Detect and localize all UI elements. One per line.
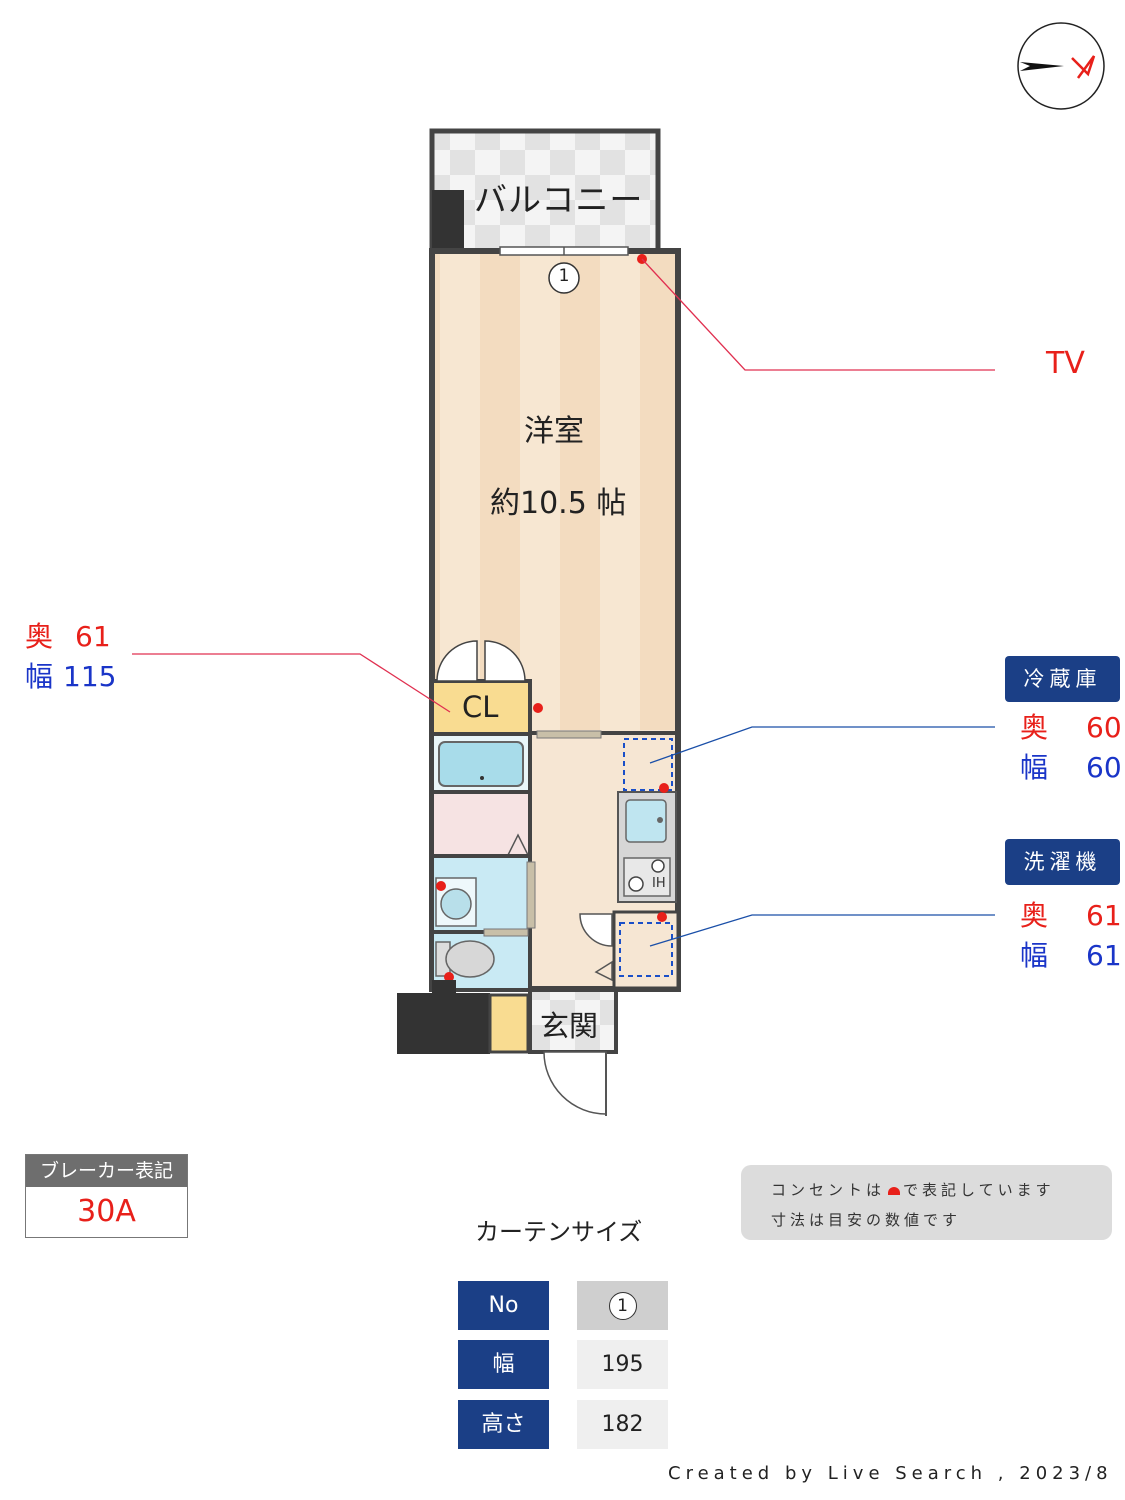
washer-width: 幅 61 bbox=[1020, 936, 1122, 976]
fridge-width-value: 60 bbox=[1086, 751, 1122, 784]
washer-depth-value: 61 bbox=[1086, 899, 1122, 932]
washer-width-label: 幅 bbox=[1020, 939, 1049, 972]
washer-badge: 洗濯機 bbox=[1005, 839, 1120, 885]
breaker-title: ブレーカー表記 bbox=[26, 1155, 187, 1187]
compass-north-label: N bbox=[1064, 55, 1065, 56]
closet-width-label: 幅 bbox=[25, 660, 54, 693]
western-room-label: 洋室 bbox=[524, 414, 584, 449]
corridor-door bbox=[579, 913, 613, 947]
fridge-depth: 奥 60 bbox=[1020, 708, 1122, 748]
vanity bbox=[430, 854, 536, 934]
tv-label: TV bbox=[1046, 346, 1085, 381]
curtain-value-no: 1 bbox=[577, 1281, 668, 1330]
fridge-width-label: 幅 bbox=[1020, 751, 1049, 784]
balcony-label: バルコニー bbox=[474, 180, 644, 219]
curtain-title: カーテンサイズ bbox=[475, 1218, 643, 1246]
balcony-window bbox=[499, 246, 629, 294]
western-room-size: 約10.5 帖 bbox=[490, 486, 627, 521]
curtain-value-height: 182 bbox=[577, 1400, 668, 1449]
curtain-header-no: No bbox=[458, 1281, 549, 1330]
washer-leader bbox=[649, 914, 995, 947]
exterior-wall bbox=[397, 993, 490, 1054]
room-door bbox=[536, 730, 602, 739]
notice-line-1b: で表記しています bbox=[903, 1181, 1055, 1199]
closet-width-value: 115 bbox=[63, 660, 117, 693]
closet-depth: 奥 61 bbox=[25, 617, 111, 657]
notice-line-2: 寸法は目安の数値です bbox=[771, 1211, 962, 1229]
washroom bbox=[430, 790, 532, 858]
curtain-value-width: 195 bbox=[577, 1340, 668, 1389]
washer-depth-label: 奥 bbox=[1020, 899, 1049, 932]
compass bbox=[1017, 22, 1105, 110]
notice-line-1: コンセントはで表記しています bbox=[771, 1179, 1055, 1200]
bathroom bbox=[430, 732, 532, 794]
shoe-cabinet bbox=[488, 993, 530, 1054]
curtain-header-width: 幅 bbox=[458, 1340, 549, 1389]
credit-line: Created by Live Search , 2023/8 bbox=[668, 1463, 1113, 1484]
fridge-depth-label: 奥 bbox=[1020, 711, 1049, 744]
closet-depth-label: 奥 bbox=[25, 620, 54, 653]
fridge-space bbox=[623, 738, 673, 793]
breaker-box: ブレーカー表記 30A bbox=[25, 1154, 188, 1238]
balcony bbox=[429, 128, 661, 254]
washer-width-value: 61 bbox=[1086, 939, 1122, 972]
fridge-badge: 冷蔵庫 bbox=[1005, 656, 1120, 702]
curtain-no-circle: 1 bbox=[608, 1292, 637, 1320]
closet-label: CL bbox=[462, 690, 499, 724]
breaker-value: 30A bbox=[77, 1194, 136, 1229]
ih-label: IH bbox=[652, 876, 666, 891]
kitchen bbox=[617, 791, 677, 903]
washer-space bbox=[612, 910, 680, 990]
fridge-leader bbox=[649, 726, 995, 764]
window-number: 1 bbox=[558, 266, 570, 286]
closet-leader bbox=[132, 653, 451, 713]
closet-depth-value: 61 bbox=[75, 620, 111, 653]
outlet-icon bbox=[888, 1186, 901, 1195]
tv-leader bbox=[637, 254, 995, 371]
closet-width: 幅 115 bbox=[25, 657, 116, 697]
entrance bbox=[528, 988, 618, 1116]
notice-line-1a: コンセントは bbox=[771, 1181, 886, 1199]
fridge-width: 幅 60 bbox=[1020, 748, 1122, 788]
entrance-label: 玄関 bbox=[540, 1009, 599, 1043]
notice-box: コンセントはで表記しています 寸法は目安の数値です bbox=[741, 1165, 1112, 1240]
curtain-header-height: 高さ bbox=[458, 1400, 549, 1449]
washer-depth: 奥 61 bbox=[1020, 896, 1122, 936]
fridge-depth-value: 60 bbox=[1086, 711, 1122, 744]
